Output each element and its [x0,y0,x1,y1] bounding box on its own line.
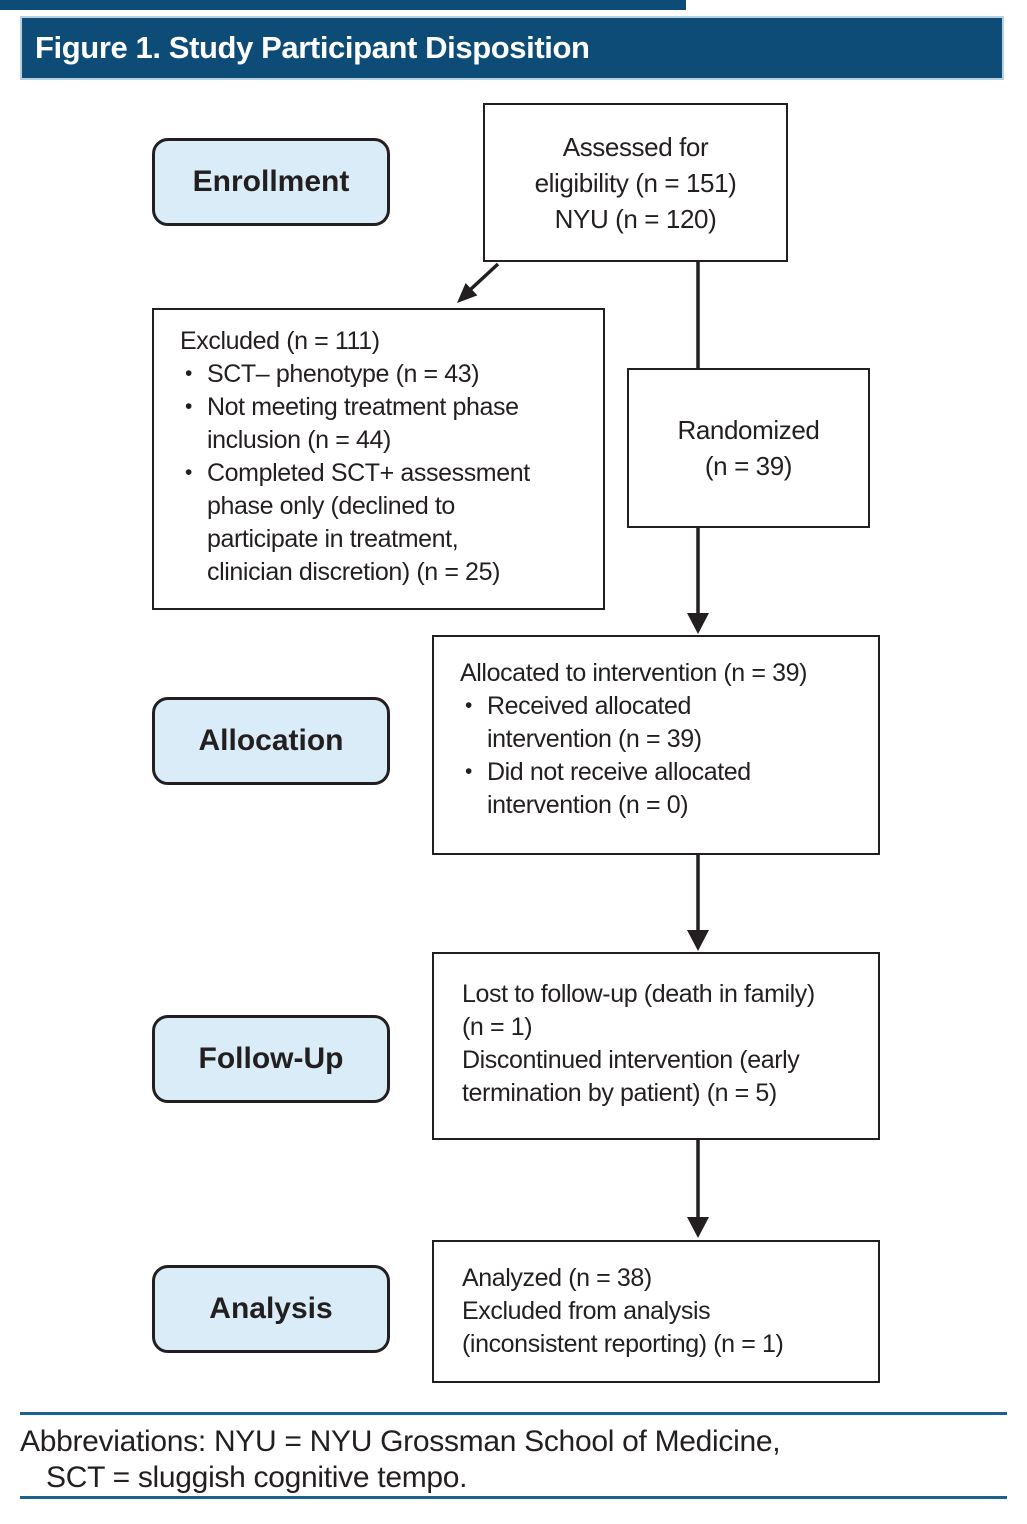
stage-label-text: Follow-Up [198,1042,344,1075]
text-line: Completed SCT+ assessment [180,456,589,490]
figure-title: Figure 1. Study Participant Disposition [35,30,590,65]
footnote-rule-top [20,1412,1007,1415]
allocated-box: Allocated to intervention (n = 39)Receiv… [432,635,880,855]
arrow-assessed-to-excluded [457,262,500,303]
text-line: Lost to follow-up (death in family) [462,980,815,1008]
text-line: intervention (n = 39) [487,725,702,753]
footnote-rule-bottom [20,1496,1007,1499]
top-edge-strip [0,0,686,10]
randomized-box: Randomized (n = 39) [627,368,870,528]
text-line: Did not receive allocated [460,755,866,789]
stage-label-text: Allocation [198,724,344,757]
excluded-box: Excluded (n = 111)SCT– phenotype (n = 43… [152,308,605,610]
text-line: Allocated to intervention (n = 39) [460,659,808,687]
text-line: Excluded (n = 111) [180,327,380,355]
text-line: Randomized [677,415,820,445]
text-line: Analyzed (n = 38) [462,1264,652,1292]
text-line: eligibility (n = 151) [534,167,737,198]
text-line: (n = 1) [462,1013,533,1041]
stage-label-followup: Follow-Up [152,1015,390,1103]
footnote-text: Abbreviations: NYU = NYU Grossman School… [20,1424,1007,1496]
arrow-allocated-to-followup [687,855,709,951]
text-line: participate in treatment, [207,525,459,553]
text-line: Assessed for [562,131,709,162]
figure-title-bar: Figure 1. Study Participant Disposition [20,16,1004,80]
followup-box: Lost to follow-up (death in family) (n = … [432,952,880,1140]
stage-label-analysis: Analysis [152,1265,390,1353]
footnote-line-2: SCT = sluggish cognitive tempo. [46,1461,468,1494]
assessed-box: Assessed for eligibility (n = 151) NYU (n … [483,103,788,262]
text-line: intervention (n = 0) [487,791,689,819]
text-line: Not meeting treatment phase [180,390,589,424]
text-line: Received allocated [460,689,866,723]
text-line: (n = 39) [704,451,793,481]
text-line: phase only (declined to [207,492,455,520]
text-line: SCT– phenotype (n = 43) [180,357,589,391]
stage-label-enrollment: Enrollment [152,138,390,226]
text-line: Excluded from analysis [462,1297,711,1325]
text-line: inclusion (n = 44) [207,426,391,454]
stage-label-text: Analysis [209,1292,333,1325]
stage-label-allocation: Allocation [152,697,390,785]
arrow-randomized-to-allocated [687,528,709,634]
text-line: NYU (n = 120) [554,203,717,234]
text-line: clinician discretion) (n = 25) [207,558,500,586]
text-line: Discontinued intervention (early [462,1046,800,1074]
analyzed-box: Analyzed (n = 38) Excluded from analysis (… [432,1240,880,1383]
stage-label-text: Enrollment [192,165,350,198]
text-line: termination by patient) (n = 5) [462,1079,777,1107]
arrow-followup-to-analyzed [687,1140,709,1238]
footnote-line-1: Abbreviations: NYU = NYU Grossman School… [20,1425,781,1458]
text-line: (inconsistent reporting) (n = 1) [462,1330,784,1358]
